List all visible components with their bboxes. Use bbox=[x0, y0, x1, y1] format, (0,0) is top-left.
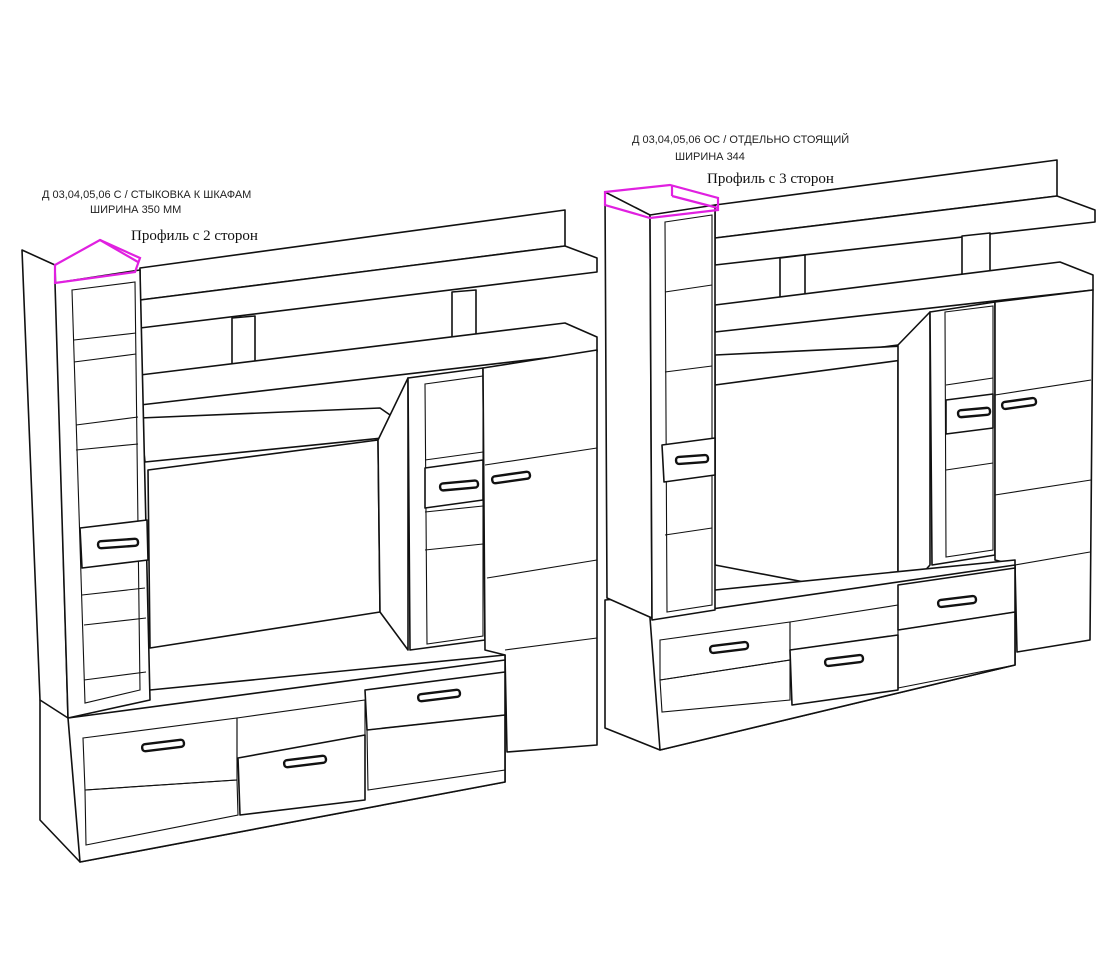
left-wall-unit bbox=[21, 209, 598, 863]
profile-highlight-left bbox=[53, 238, 142, 285]
unit-right-code-label: Д 03,04,05,06 ОС / ОТДЕЛЬНО СТОЯЩИЙ bbox=[632, 134, 850, 146]
unit-right-profile-label: Профиль с 3 сторон bbox=[707, 171, 834, 187]
unit-left-width-label: ШИРИНА 350 ММ bbox=[90, 204, 182, 216]
profile-highlight-right bbox=[603, 183, 720, 220]
unit-left-profile-label: Профиль с 2 сторон bbox=[131, 228, 258, 244]
unit-left-code-label: Д 03,04,05,06 С / СТЫКОВКА К ШКАФАМ bbox=[42, 189, 252, 201]
right-wall-unit bbox=[603, 159, 1096, 751]
unit-right-width-label: ШИРИНА 344 bbox=[675, 151, 745, 163]
